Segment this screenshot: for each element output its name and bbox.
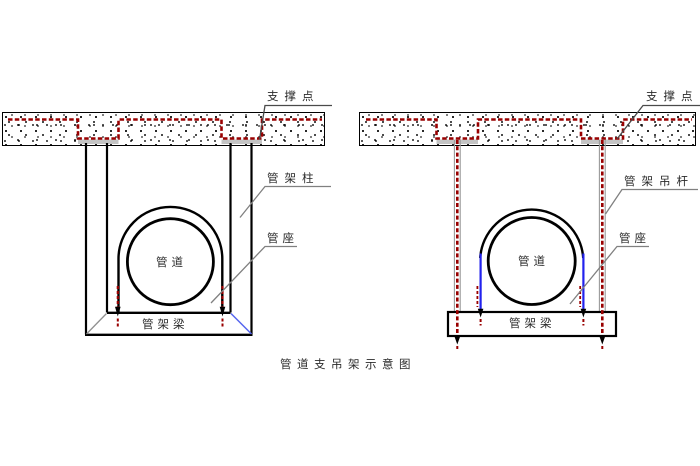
label-pipe-left: 管道 (156, 255, 187, 269)
rod1-arrowhead (454, 335, 461, 345)
leader-support-point-left (258, 104, 332, 140)
leader-hanger-rod-label (604, 188, 698, 215)
left-pipe-circle (125, 217, 215, 307)
strap2-arrowhead (580, 308, 587, 318)
leader-column-label (239, 185, 331, 218)
leader-pipe-seat-left (210, 245, 297, 304)
label-column: 管架柱 (267, 171, 320, 185)
right-saddle-straps (479, 253, 585, 310)
left-anchor1-arrowhead (115, 306, 121, 317)
right-pipe-saddle-arc (479, 208, 585, 259)
right-hanger-rods (454, 140, 606, 351)
rod2-arrowhead (599, 335, 606, 345)
label-beam-right: 管架梁 (509, 316, 556, 330)
right-deck-corrugation-line (366, 118, 692, 140)
right-beam-rect (446, 310, 618, 338)
left-beam-frame (85, 311, 253, 336)
left-beam-corner-chamfer-gray (86, 313, 107, 335)
left-trough-plate-2 (221, 139, 262, 144)
label-beam-left: 管架梁 (142, 317, 189, 331)
right-strap-anchors (476, 286, 587, 326)
diagram-caption: 管道支吊架示意图 (280, 357, 416, 371)
leader-pipe-seat-right (569, 245, 649, 305)
leader-lines (210, 104, 700, 305)
label-pipe-seat-left: 管座 (267, 231, 298, 245)
label-pipe-seat-right: 管座 (619, 231, 650, 245)
right-rod-outlines (453, 140, 606, 311)
left-beam-corner-chamfer-blue (230, 312, 253, 335)
left-anchor-marks (115, 286, 226, 328)
left-columns (84, 143, 253, 335)
label-support-point-left: 支撑点 (267, 89, 320, 103)
label-hanger-rod: 管架吊杆 (624, 174, 694, 188)
label-support-point-right: 支撑点 (646, 89, 699, 103)
label-pipe-right: 管道 (518, 254, 549, 268)
right-trough-plates (436, 139, 623, 144)
right-pipe-circle (486, 216, 577, 306)
left-trough-plate-1 (78, 139, 119, 144)
left-trough-plates (78, 139, 262, 144)
leader-support-point-right (616, 104, 700, 140)
strap1-arrowhead (477, 308, 484, 318)
left-deck-corrugation-line (8, 118, 322, 140)
left-pipe-saddle (117, 205, 224, 312)
left-anchor2-arrowhead (219, 306, 226, 317)
